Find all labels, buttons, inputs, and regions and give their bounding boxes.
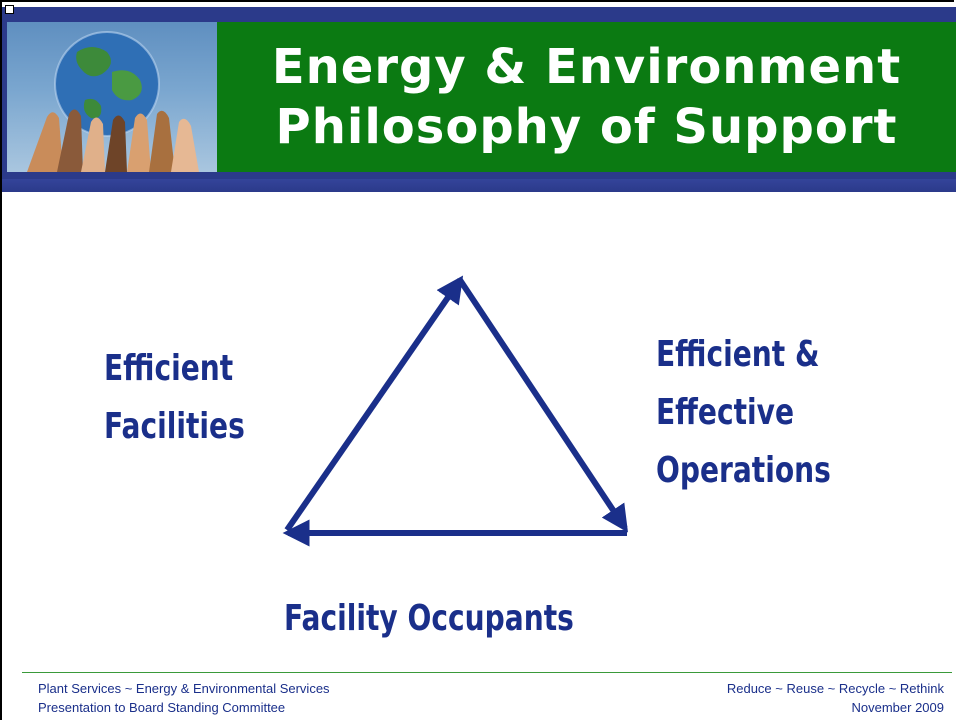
footer-left-line-2: Presentation to Board Standing Committee — [38, 700, 286, 715]
label-facility-occupants: Facility Occupants — [284, 598, 574, 639]
arrow-top-to-operations — [457, 278, 628, 533]
label-operations-line-2: Effective — [656, 392, 795, 433]
globe-hands-image — [7, 22, 217, 172]
slide-title-line-1: Energy & Environment — [271, 39, 902, 95]
footer-right: Reduce ~ Reuse ~ Recycle ~ Rethink Novem… — [727, 679, 944, 717]
title-box: Energy & Environment Philosophy of Suppo… — [217, 22, 956, 172]
label-operations-line-1: Efficient & — [656, 334, 820, 375]
label-efficient-facilities-line-2: Facilities — [104, 406, 245, 447]
footer-right-line-1: Reduce ~ Reuse ~ Recycle ~ Rethink — [726, 681, 944, 696]
label-efficient-effective-operations: Efficient & Effective Operations — [656, 326, 831, 500]
footer-divider — [22, 672, 952, 673]
label-efficient-facilities-line-1: Efficient — [104, 348, 234, 389]
footer-right-line-2: November 2009 — [851, 700, 945, 715]
corner-marker — [5, 5, 14, 14]
footer-left-line-1: Plant Services ~ Energy & Environmental … — [38, 681, 330, 696]
label-operations-line-3: Operations — [656, 450, 831, 491]
arrow-facilities-to-top — [284, 275, 464, 532]
label-efficient-facilities: Efficient Facilities — [104, 340, 245, 456]
globe-hands-illustration — [27, 31, 199, 172]
slide-title-line-2: Philosophy of Support — [275, 99, 898, 155]
footer-left: Plant Services ~ Energy & Environmental … — [38, 679, 330, 717]
